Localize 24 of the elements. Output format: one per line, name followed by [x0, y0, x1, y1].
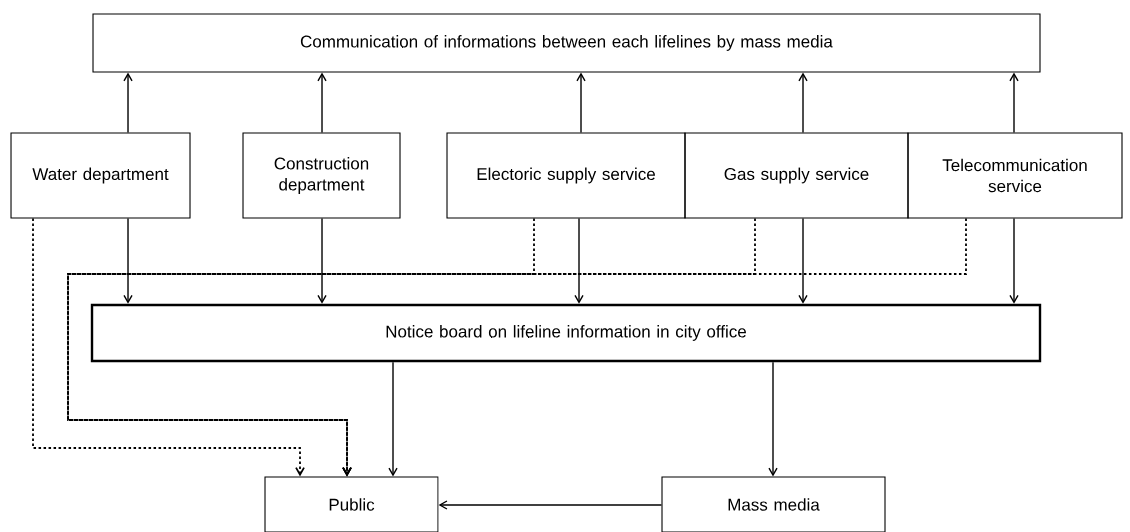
arrow — [768, 361, 778, 477]
process-box: Electoric supply service — [446, 132, 686, 219]
arrow — [1009, 217, 1019, 304]
process-box: Communication of informations between each lifelines by mass media — [92, 13, 1041, 73]
process-box: Mass media — [661, 476, 886, 532]
arrow — [576, 72, 586, 134]
arrow — [388, 361, 398, 477]
arrow — [123, 217, 133, 304]
arrow — [32, 217, 305, 477]
arrow — [317, 217, 327, 304]
process-box: Telecommunication service — [907, 132, 1123, 219]
arrow — [438, 500, 663, 510]
process-box: Water department — [10, 132, 191, 219]
process-box: Public — [264, 476, 439, 532]
arrow — [317, 72, 327, 134]
arrow — [67, 217, 967, 477]
arrow — [123, 72, 133, 134]
process-box: Notice board on lifeline information in city office — [90, 303, 1042, 363]
arrow — [798, 217, 808, 304]
process-box: Construction department — [242, 132, 401, 219]
process-box: Gas supply service — [684, 132, 909, 219]
arrow — [574, 217, 584, 304]
arrow — [1009, 72, 1019, 134]
arrow — [798, 72, 808, 134]
